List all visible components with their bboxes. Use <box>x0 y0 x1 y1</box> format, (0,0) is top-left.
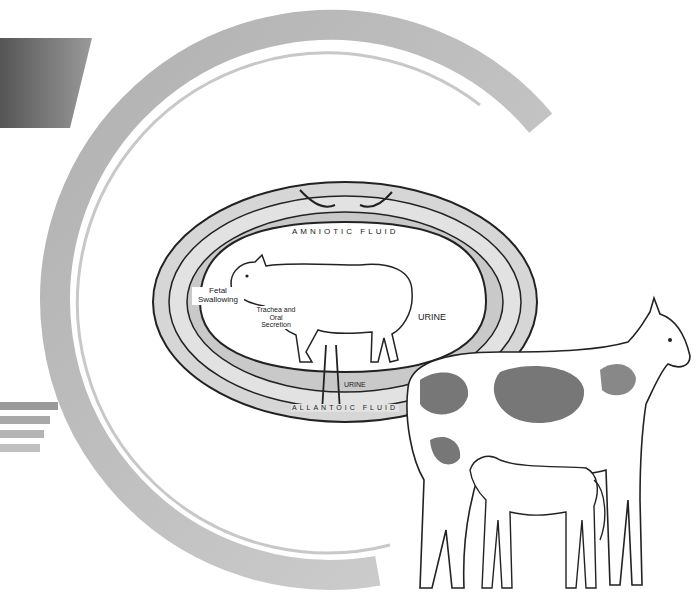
process-label: Fetal Swallowing <box>192 287 244 305</box>
decor-stripe <box>0 416 50 424</box>
fluid-label: AMNIOTIC FLUID <box>291 228 399 237</box>
cow-patch <box>600 364 636 395</box>
fluid-label: ALLANTOIC FLUID <box>291 404 399 412</box>
cow-patch <box>420 373 468 415</box>
calf <box>470 456 597 588</box>
decor-stripe <box>0 430 44 438</box>
fetus-eye <box>245 274 248 277</box>
decor-stripe <box>0 402 58 410</box>
decor-stripe <box>0 444 40 452</box>
decor-block <box>0 38 92 128</box>
fluid-label: URINE <box>343 381 367 389</box>
process-label: Trachea and Oral Secretion <box>253 306 299 329</box>
umbilical-cord <box>322 345 340 412</box>
fluid-label: URINE <box>417 313 447 323</box>
cow-patch <box>494 366 584 423</box>
cervix-notch <box>300 190 392 207</box>
fetus <box>231 255 412 362</box>
cow-eye <box>668 338 672 342</box>
calf-tail <box>594 480 605 540</box>
cow <box>407 298 690 588</box>
cow-patch <box>430 437 460 465</box>
